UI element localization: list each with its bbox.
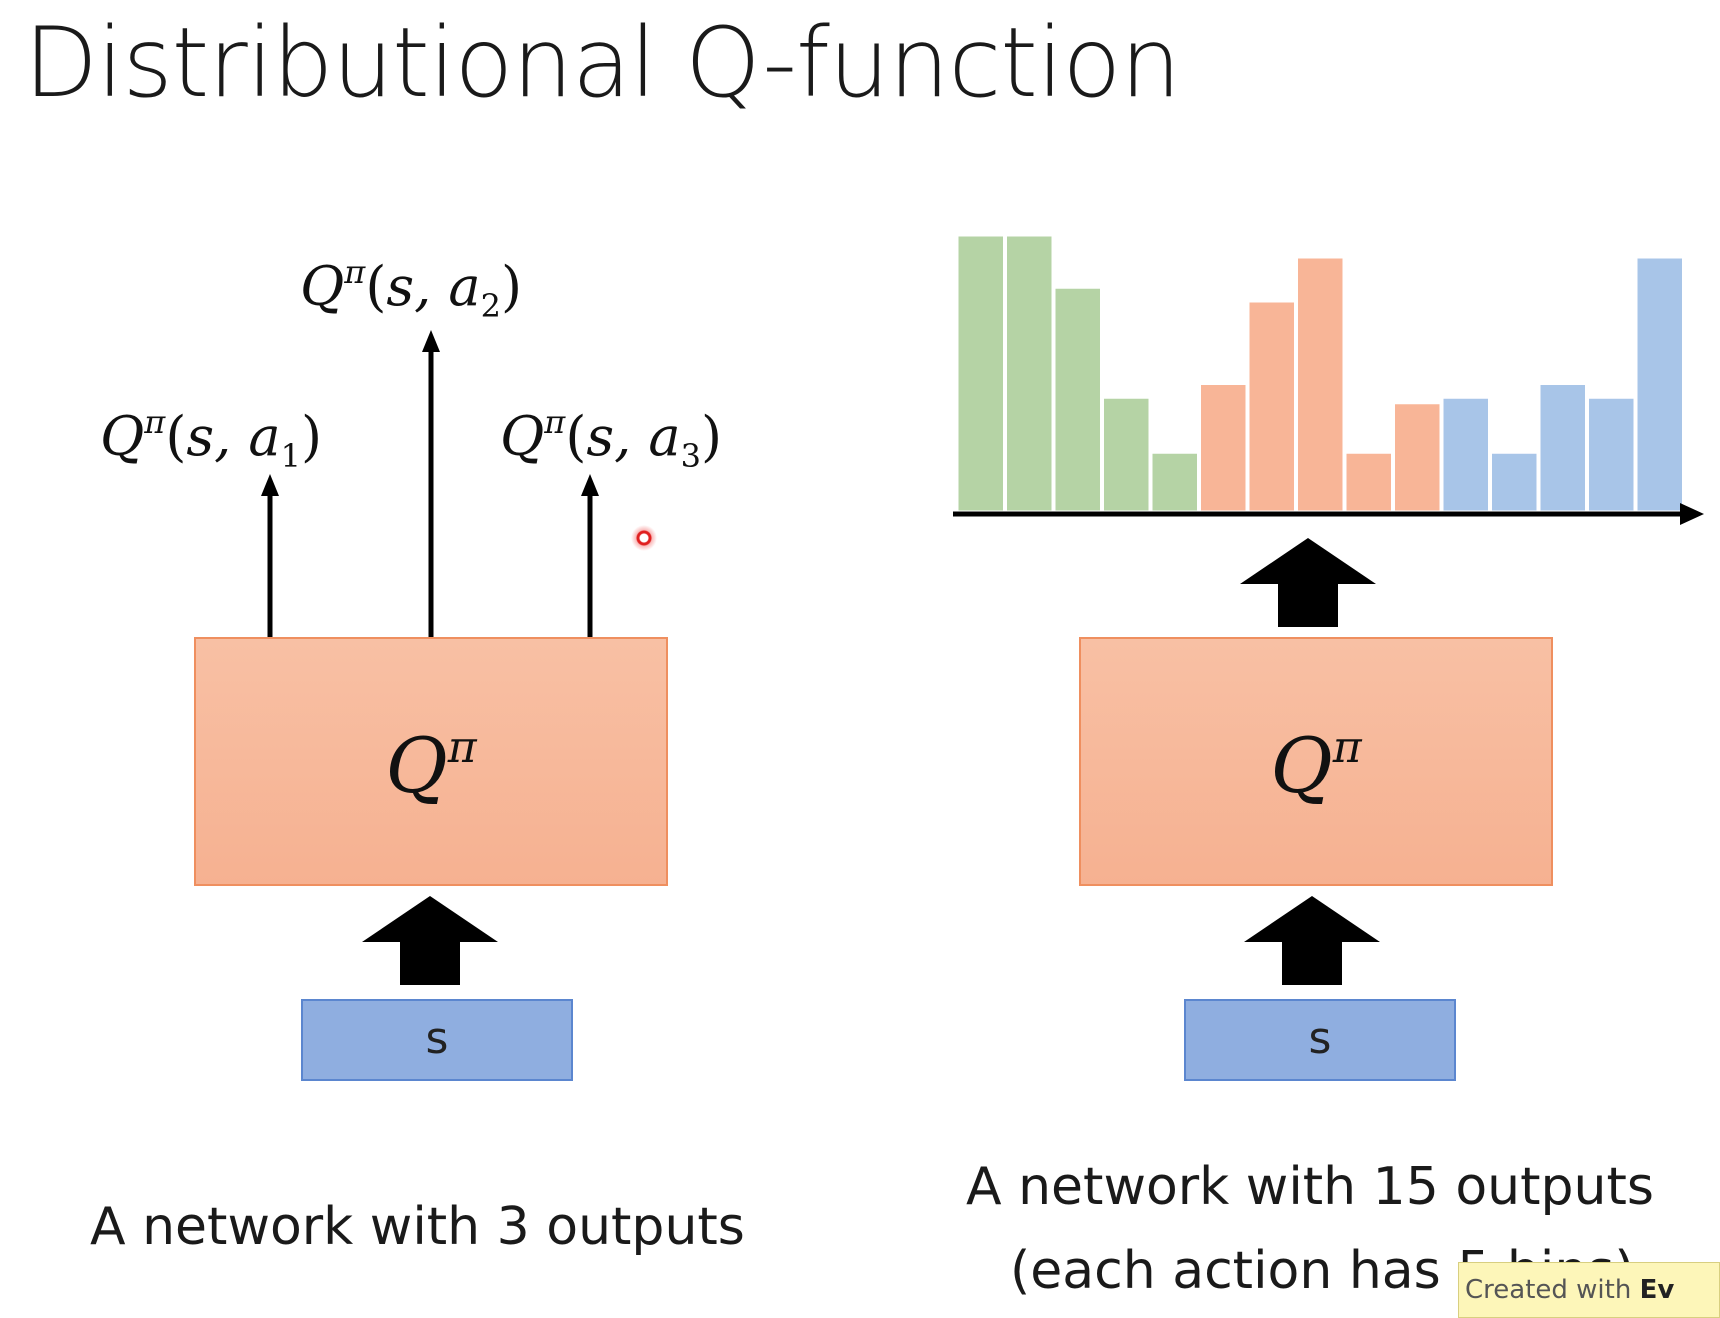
distribution-x-axis [953,503,1704,525]
distribution-bar-7 [1248,301,1295,512]
output-label-a1: Qπ(s, a1) [100,403,323,475]
watermark: Created with Ev [1458,1262,1720,1318]
distribution-bar-10 [1394,403,1441,512]
distribution-bar-9 [1345,452,1392,512]
input-arrow-right [1244,896,1380,985]
q-network-box-left: Qπ [194,637,668,886]
distribution-bar-1 [957,235,1004,512]
distribution-bar-12 [1491,452,1538,512]
distribution-bar-14 [1588,397,1635,512]
distribution-bar-15 [1636,257,1683,512]
output-arrow-a3 [581,474,599,638]
distribution-bar-4 [1103,397,1150,512]
output-arrow-a1 [261,474,279,638]
output-label-a3: Qπ(s, a3) [500,403,723,475]
state-input-left: s [301,999,573,1081]
slide-title: Distributional Q-function [24,7,1181,119]
output-arrow-distribution [1240,538,1376,627]
q-network-box-right: Qπ [1079,637,1553,886]
output-arrow-a2 [422,330,440,638]
input-arrow-left [362,896,498,985]
state-input-right: s [1184,999,1456,1081]
distribution-bar-8 [1297,257,1344,512]
q-network-label-right: Qπ [1270,720,1362,810]
distribution-bar-6 [1200,384,1247,512]
q-network-label-left: Qπ [385,720,477,810]
caption-right-line1: A network with 15 outputs [966,1157,1654,1217]
distribution-bar-13 [1539,384,1586,512]
caption-left: A network with 3 outputs [90,1197,745,1257]
distribution-bar-5 [1151,452,1198,512]
distribution-bars [957,235,1683,512]
laser-pointer [631,525,657,551]
output-label-a2: Qπ(s, a2) [300,253,523,325]
distribution-bar-11 [1442,397,1489,512]
distribution-bar-3 [1054,287,1101,512]
distribution-bar-2 [1006,235,1053,512]
